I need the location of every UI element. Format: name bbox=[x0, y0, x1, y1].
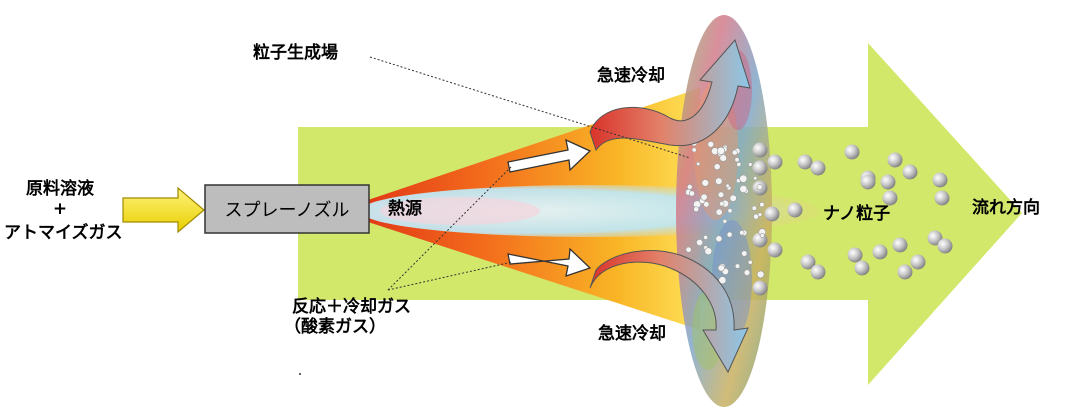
small-particle bbox=[734, 263, 741, 269]
small-particle bbox=[756, 184, 763, 191]
nanoparticle bbox=[847, 247, 863, 263]
nanoparticles-group bbox=[685, 139, 953, 296]
small-particle bbox=[688, 190, 695, 197]
label-feed-plus: + bbox=[52, 198, 68, 219]
nanoparticle bbox=[810, 160, 826, 176]
nanoparticle bbox=[937, 238, 953, 254]
small-particle bbox=[703, 234, 708, 240]
small-particle bbox=[756, 270, 765, 279]
rapid-cooling-arrow-lower bbox=[589, 250, 749, 374]
label-reaction-gas: 反応＋冷却ガス （酸素ガス） bbox=[284, 297, 411, 337]
nanoparticle bbox=[854, 260, 870, 276]
label-reaction-gas-line1: 反応＋冷却ガス bbox=[292, 297, 411, 317]
small-particle bbox=[686, 184, 693, 190]
nanoparticle bbox=[860, 174, 876, 190]
label-rapid-cooling-bottom: 急速冷却 bbox=[598, 324, 666, 344]
small-particle bbox=[748, 162, 753, 167]
label-feed-line2: アトマイズガス bbox=[4, 223, 123, 243]
reaction-gas-arrow-lower bbox=[507, 247, 592, 277]
small-particle bbox=[685, 246, 692, 253]
small-particle bbox=[707, 141, 715, 148]
label-spray-nozzle: スプレーノズル bbox=[224, 200, 350, 221]
label-reaction-gas-line2: （酸素ガス） bbox=[284, 316, 386, 337]
label-particle-field: 粒子生成場 bbox=[253, 43, 338, 63]
nanoparticle bbox=[752, 280, 768, 296]
label-feed-line1: 原料溶液 bbox=[26, 179, 94, 199]
nanoparticle bbox=[764, 206, 780, 222]
nanoparticle bbox=[892, 237, 908, 253]
small-particle bbox=[704, 247, 713, 255]
small-particle bbox=[717, 264, 725, 272]
nanoparticle bbox=[880, 174, 896, 190]
small-particle bbox=[736, 161, 742, 167]
small-particle bbox=[753, 213, 759, 220]
small-particle bbox=[719, 201, 725, 207]
small-particle bbox=[693, 206, 700, 213]
small-particle bbox=[700, 193, 708, 201]
small-particle bbox=[747, 259, 753, 265]
nanoparticle bbox=[810, 264, 826, 280]
small-particle bbox=[741, 250, 748, 257]
spray-nozzle bbox=[204, 184, 370, 234]
nanoparticle bbox=[767, 154, 783, 170]
rapid-cooling-arrow-upper bbox=[589, 38, 751, 152]
small-particle bbox=[716, 146, 725, 155]
nanoparticle bbox=[882, 190, 898, 206]
small-particle bbox=[734, 157, 740, 163]
nanoparticle bbox=[897, 264, 913, 280]
small-particle bbox=[759, 233, 765, 238]
nanoparticle bbox=[767, 242, 783, 258]
small-particle bbox=[739, 185, 748, 194]
nanoparticle bbox=[902, 164, 918, 180]
nanoparticle bbox=[797, 154, 813, 170]
small-particle bbox=[715, 235, 723, 243]
reaction-gas-arrow-upper bbox=[507, 138, 592, 173]
small-particle bbox=[743, 269, 751, 276]
nanoparticle bbox=[932, 172, 948, 188]
small-particle bbox=[719, 154, 727, 162]
nanoparticle bbox=[934, 190, 950, 206]
label-feed-solution: 原料溶液 + bbox=[0, 179, 120, 219]
small-particle bbox=[725, 183, 730, 188]
label-rapid-cooling-top: 急速冷却 bbox=[597, 66, 665, 86]
small-particle bbox=[713, 163, 721, 171]
small-particle bbox=[696, 161, 701, 166]
small-particle bbox=[757, 212, 763, 217]
small-particle bbox=[718, 276, 727, 285]
small-particle bbox=[759, 202, 765, 208]
small-particle bbox=[696, 239, 704, 247]
small-particle bbox=[753, 176, 758, 181]
nanoparticle bbox=[872, 244, 888, 260]
nanoparticle bbox=[800, 254, 816, 270]
small-particle bbox=[729, 194, 737, 202]
small-particle bbox=[701, 179, 709, 187]
small-particle bbox=[727, 208, 733, 214]
nanoparticle bbox=[787, 202, 803, 218]
small-particle bbox=[715, 177, 723, 185]
label-heat-source: 熱源 bbox=[388, 199, 422, 219]
small-particle bbox=[717, 191, 725, 198]
nanoparticle bbox=[752, 160, 768, 176]
feed-arrow bbox=[122, 186, 205, 234]
small-particle bbox=[739, 230, 745, 236]
small-particle bbox=[751, 205, 757, 211]
small-particle bbox=[703, 201, 710, 208]
leader-line-reaction-gas-2 bbox=[387, 261, 513, 291]
nanoparticle bbox=[752, 142, 768, 158]
small-particle bbox=[739, 174, 748, 183]
leader-line-reaction-gas-1 bbox=[387, 165, 513, 291]
small-particle bbox=[726, 231, 733, 238]
small-particle bbox=[731, 149, 738, 156]
small-particle bbox=[722, 219, 728, 224]
label-flow-direction: 流れ方向 bbox=[972, 198, 1040, 218]
nanoparticle bbox=[844, 144, 860, 160]
nanoparticle bbox=[910, 254, 926, 270]
label-nanoparticles: ナノ粒子 bbox=[823, 204, 891, 224]
nanoparticle bbox=[887, 152, 903, 168]
small-particle bbox=[715, 208, 723, 216]
small-particle bbox=[691, 147, 697, 153]
nanoparticle bbox=[927, 230, 943, 246]
